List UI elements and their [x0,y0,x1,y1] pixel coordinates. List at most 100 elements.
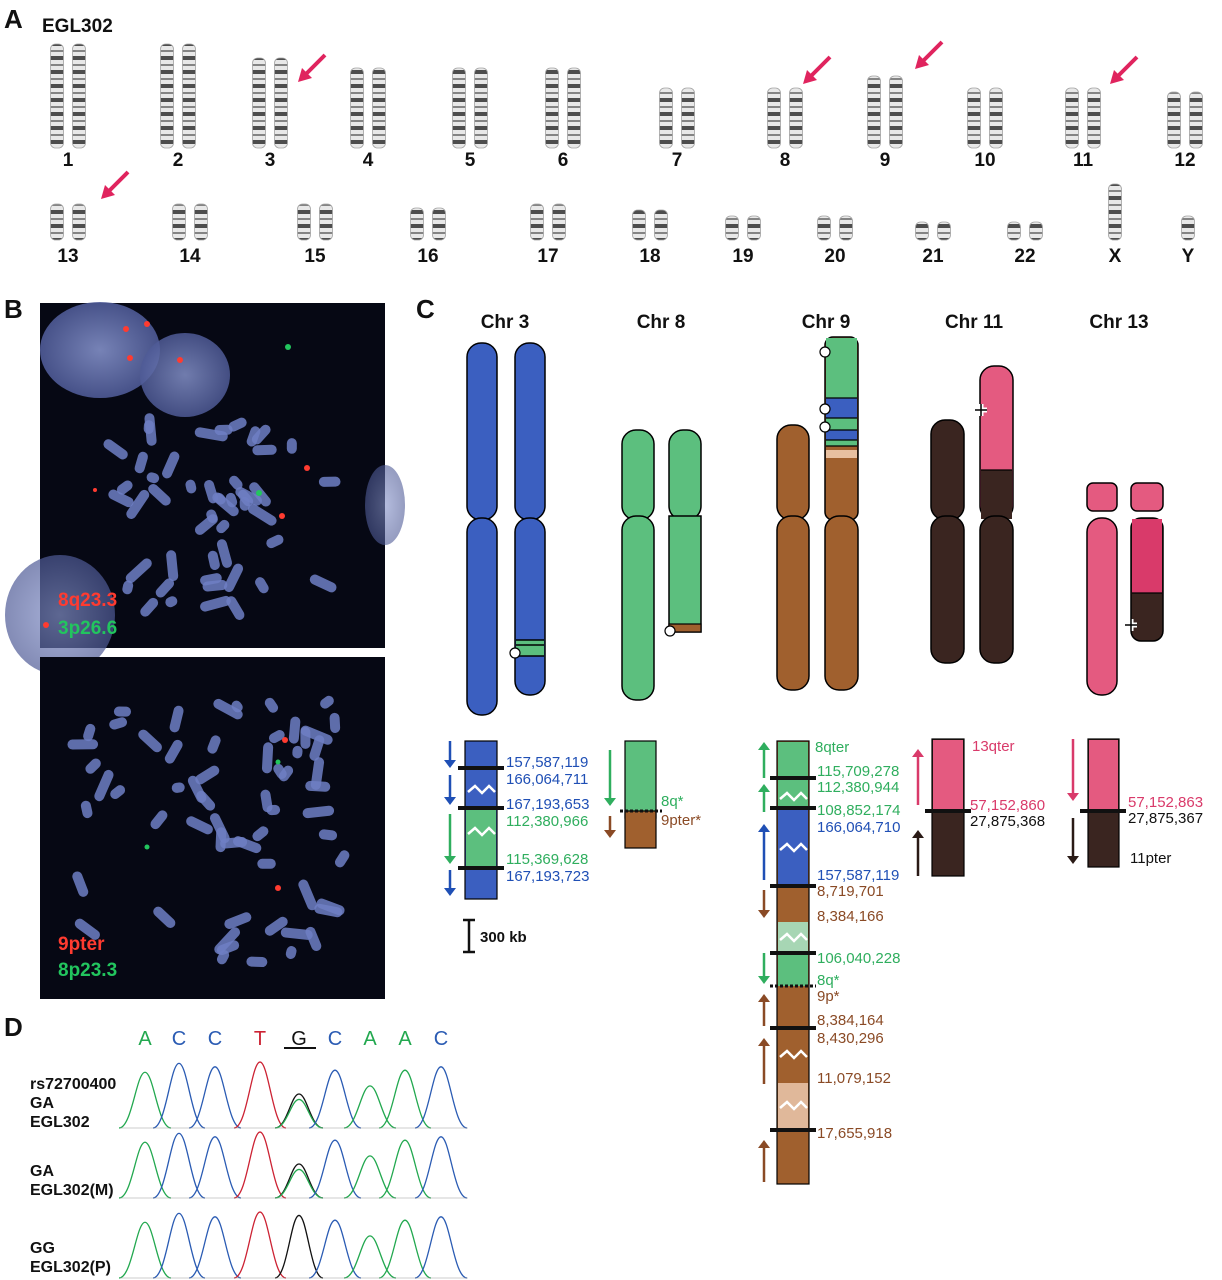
fish-chromosome [300,725,333,745]
fish-chromosome [200,595,231,612]
chr9-coord-8: 8,384,166 [817,908,884,925]
fish-chromosome [266,534,284,549]
row1-chromosome-8-2 [789,87,803,149]
fish-chromosome [213,698,243,720]
row2-chromosome-22-1 [1007,221,1021,241]
panel-c-letter: C [416,294,435,324]
fish-chromosome [318,829,338,841]
chr3-coord-1: 157,587,119 [506,754,588,771]
chr11-normal [930,419,965,664]
row2-chromosome-15-2 [319,203,333,241]
row1-chromosome-10-2 [989,87,1003,149]
row2-chromosome-14-1 [172,203,186,241]
row2-chromosome-17-2 [552,203,566,241]
karyotype-label-2: 2 [173,150,184,171]
row2-chromosome-20-2 [839,215,853,241]
fish-chromosome [212,492,239,517]
trace-label-2: GA EGL302(M) [30,1163,114,1199]
fish-chromosome [164,739,183,764]
fish-bottom-probe-red: 9pter [58,934,105,955]
chr3-coord-5: 115,369,628 [506,851,588,868]
fish-chromosome [223,563,244,593]
row1-chromosome-6-1 [545,67,559,149]
row2-chromosome-18-2 [654,209,668,241]
chr11-derivative [975,365,1014,664]
fish-chromosome [334,850,350,868]
fish-chromosome [94,769,114,802]
fish-chromosome [202,580,228,592]
karyotype-label-3: 3 [265,150,276,171]
fish-chromosome [252,826,269,842]
fish-chromosome [150,810,168,830]
fish-chromosome [195,765,220,785]
karyotype-label-Y: Y [1182,246,1195,267]
chr13-title: Chr 13 [1089,312,1148,333]
chr13-label-11pter: 11pter [1130,850,1171,867]
row2-chromosome-13-1 [50,203,64,241]
chr9-coord-15: 17,655,918 [817,1125,892,1142]
chr3-breakpoint-detail: 157,587,119 166,064,711 167,193,653 112,… [444,740,589,954]
karyotype-label-10: 10 [974,150,995,171]
row1-chromosome-5-1 [452,67,466,149]
karyotype-arrow-1 [298,53,327,82]
chr11-label-13qter: 13qter [972,738,1015,755]
panel-b-letter: B [4,294,23,324]
chr9-coord-2: 115,709,278 [817,763,899,780]
fish-top-probe-green: 3p26.6 [58,618,117,639]
row2-chromosome-Y-1 [1181,215,1195,241]
chromatogram-trace-3 [118,1211,468,1279]
row1-chromosome-3-1 [252,57,266,149]
chr9-coord-9: 106,040,228 [817,950,900,967]
fish-chromosome [266,804,281,816]
chr9-coord-7: 8,719,701 [817,883,884,900]
fish-chromosome [67,739,99,750]
row1-chromosome-7-2 [681,87,695,149]
karyotype-arrows [101,40,1139,199]
row2-chromosome-19-2 [747,215,761,241]
row1-chromosome-9-2 [889,75,903,149]
base-call-5: G [291,1028,307,1050]
chr9-coord-10: 8q* [817,972,840,989]
chr3-coord-6: 167,193,723 [506,868,589,885]
fish-chromosome [280,927,313,940]
chr9-breakpoint-detail: 8qter 115,709,278 112,380,944 108,852,17… [758,739,900,1185]
fish-chromosome [302,805,335,819]
chr9-coord-11: 9p* [817,988,840,1005]
fish-chromosome [247,503,277,526]
fish-chromosome [318,476,341,487]
row2-chromosome-21-2 [937,221,951,241]
fish-chromosome [286,438,297,454]
karyotype-label-12: 12 [1174,150,1195,171]
chr3-normal [466,342,498,716]
row2-chromosome-15-1 [297,203,311,241]
chr8-label-9pter: 9pter* [661,812,701,829]
karyotype-arrow-5 [101,170,130,199]
trace-2-genotype: GA [30,1163,54,1180]
row2-chromosome-20-1 [817,215,831,241]
chr9-coord-13: 8,430,296 [817,1030,884,1047]
fish-chromosome [207,550,220,570]
fish-chromosome [138,729,162,753]
fish-chromosome [171,782,185,793]
base-call-9: C [434,1028,448,1050]
fish-chromosome [226,596,245,620]
row1-chromosome-10-1 [967,87,981,149]
karyotype-label-13: 13 [57,246,78,267]
fish-chromosome [125,558,152,584]
row1-chromosome-4-1 [350,67,364,149]
row2-chromosome-16-2 [432,207,446,241]
fish-chromosome [229,475,243,490]
fish-chromosome [309,735,325,761]
fish-chromosome [264,916,288,936]
base-call-8: A [398,1028,412,1050]
row2-chromosome-13-2 [72,203,86,241]
karyotype-label-8: 8 [780,150,791,171]
chromatogram-trace-1 [118,1061,468,1129]
chr9-coord-5: 166,064,710 [817,819,900,836]
karyotype-label-17: 17 [537,246,558,267]
karyotype-sample-label: EGL302 [42,16,113,37]
row2-chromosome-18-1 [632,209,646,241]
fish-image-top: 8q23.3 3p26.6 [5,302,405,675]
